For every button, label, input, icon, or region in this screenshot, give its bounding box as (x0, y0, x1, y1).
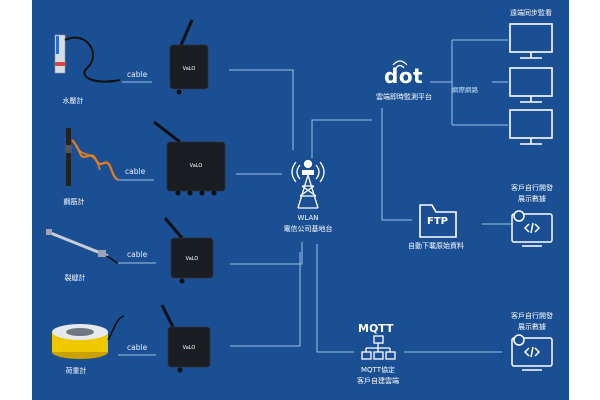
cable-label-1: cable (127, 70, 148, 79)
sensor-label-rebar: 鋼筋計 (63, 198, 85, 206)
client-2-label-line2: 展示數據 (518, 323, 546, 331)
cloud-platform-label: 雲端即時監測平台 (376, 93, 432, 101)
logger-2-icon (153, 120, 226, 196)
mqtt-label-line1: MQTT協定 (361, 366, 395, 374)
client-2-screen-icon (511, 334, 553, 371)
logger-4-icon (160, 304, 211, 373)
cable-label-3: cable (127, 250, 148, 259)
monitor-2-icon (509, 67, 553, 103)
connection-lines (46, 19, 553, 373)
client-2-label-line1: 客戶自行開發 (511, 312, 553, 320)
remote-monitor-label: 遠端同步監看 (510, 9, 552, 17)
sensor-label-load: 荷重計 (65, 367, 87, 375)
cloud-platform-logo: dot (384, 64, 424, 88)
ftp-folder-icon (419, 204, 457, 238)
mqtt-label-line2: 客戶自建雲端 (357, 377, 399, 385)
tower-label-line1: WLAN (297, 214, 319, 222)
logger-1-icon (169, 19, 209, 95)
ftp-label: 自動下載原始資料 (408, 242, 464, 250)
cable-label-4: cable (127, 343, 148, 352)
mqtt-logo: MQTT (358, 322, 394, 335)
client-1-screen-icon (511, 210, 553, 247)
piezometer-sensor-icon (54, 34, 121, 83)
network-label: 網際網路 (452, 86, 478, 94)
cable-label-2: cable (125, 167, 146, 176)
sensor-label-piezometer: 水壓計 (62, 97, 84, 105)
client-1-label-line1: 客戶自行開發 (511, 184, 553, 192)
logger-brand-2: VaLO (189, 163, 203, 169)
tower-label-line2: 電信公司基地台 (283, 225, 333, 233)
load-cell-sensor-icon (52, 315, 125, 359)
system-diagram: 水壓計 鋼筋計 裂縫計 荷重計 cable cable cable cable … (32, 0, 569, 400)
dot-signal-icon (392, 60, 408, 69)
monitor-3-icon (509, 109, 553, 145)
mqtt-network-icon (361, 335, 396, 360)
sensor-label-crack: 裂縫計 (64, 274, 86, 282)
ftp-logo: FTP (427, 216, 448, 227)
cell-tower-icon (291, 159, 325, 209)
rebar-meter-sensor-icon (65, 128, 119, 186)
logger-3-icon (163, 217, 214, 284)
logger-brand-4: VaLO (182, 345, 196, 351)
crack-meter-sensor-icon (46, 229, 119, 264)
monitor-1-icon (509, 23, 553, 59)
logger-brand-1: VaLO (182, 66, 196, 72)
logger-brand-3: VaLO (185, 256, 199, 262)
client-1-label-line2: 展示數據 (518, 195, 546, 203)
